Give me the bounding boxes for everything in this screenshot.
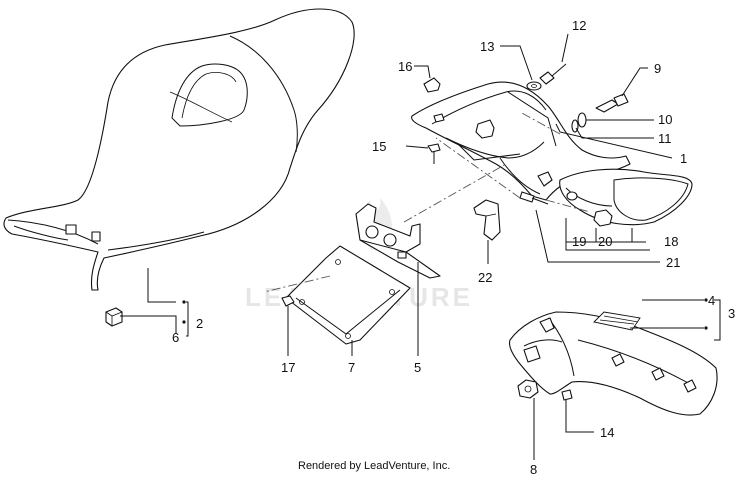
callout-18: 18 [664, 234, 678, 249]
tail-light-part [559, 168, 693, 226]
washer-10-part [577, 112, 587, 128]
callout-9: 9 [654, 61, 661, 76]
callout-17: 17 [281, 360, 295, 375]
callout-13: 13 [480, 39, 494, 54]
tail-fairing-part [411, 81, 631, 201]
leader-lines [120, 33, 721, 460]
callout-10: 10 [658, 112, 672, 127]
callout-12: 12 [572, 18, 586, 33]
reflector-part [593, 311, 641, 331]
screw-15-part [427, 143, 441, 164]
callout-1: 1 [680, 151, 687, 166]
assembly-lines [263, 111, 591, 293]
plate-holder-part [285, 245, 411, 345]
callout-6: 6 [172, 330, 179, 345]
callout-4: 4 [708, 293, 715, 308]
callout-8: 8 [530, 462, 537, 477]
screw-part [519, 191, 549, 205]
callout-16: 16 [398, 59, 412, 74]
bolt-9-part [595, 93, 629, 113]
bracket-part [355, 203, 441, 279]
callout-5: 5 [414, 360, 421, 375]
mudguard-nut-part [517, 379, 539, 399]
credit-text: Rendered by LeadVenture, Inc. [298, 460, 450, 472]
bolt-12-part [539, 63, 567, 85]
seat-bushing-part [105, 307, 123, 327]
callout-22: 22 [478, 270, 492, 285]
clip-part [473, 199, 501, 241]
callout-labels: 1 2 3 4 5 6 7 8 9 10 11 12 13 14 15 16 1… [172, 18, 735, 477]
callout-19: 19 [572, 234, 586, 249]
clip-16-part [423, 77, 441, 93]
callout-20: 20 [598, 234, 612, 249]
callout-21: 21 [666, 255, 680, 270]
mudguard-part [508, 311, 718, 416]
washer-13-part [526, 81, 542, 91]
mudguard-screw-part [561, 389, 573, 420]
callout-7: 7 [348, 360, 355, 375]
nut-part [593, 209, 613, 227]
callout-11: 11 [658, 131, 672, 146]
callout-14: 14 [600, 425, 614, 440]
callout-2: 2 [196, 316, 203, 331]
seat-part [3, 8, 355, 291]
callout-3: 3 [728, 306, 735, 321]
callout-15: 15 [372, 139, 386, 154]
plate-fastener-part [281, 295, 295, 307]
